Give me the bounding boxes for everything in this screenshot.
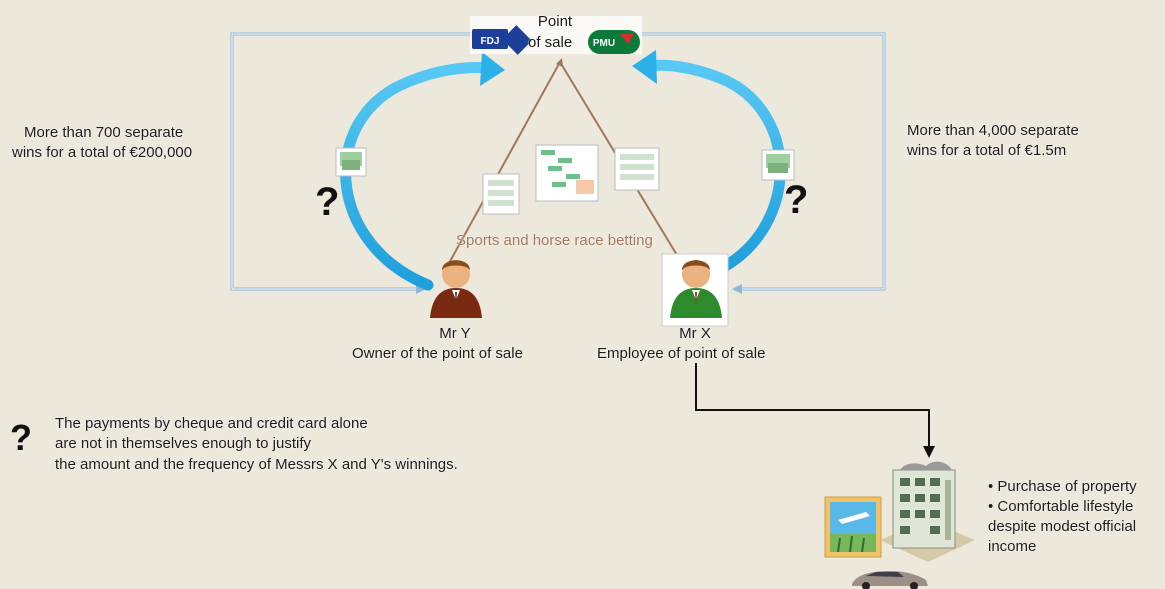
note-line1: The payments by cheque and credit card a… [55, 415, 368, 432]
right-stat-line2: wins for a total of €1.5m [907, 142, 1067, 159]
svg-text:FDJ: FDJ [481, 36, 500, 47]
right-cycle-arrow [632, 50, 786, 274]
note-line2: are not in themselves enough to justify [55, 435, 311, 452]
mr-y-name: Mr Y [439, 325, 471, 342]
point-of-sale-label-line1: Point [537, 13, 573, 30]
question-mark-note: ? [10, 417, 32, 458]
note-line3: the amount and the frequency of Messrs X… [55, 456, 458, 473]
betting-slip-icon-right [614, 147, 660, 191]
assets-line3: despite modest official [988, 518, 1137, 535]
assets-connector [695, 363, 935, 458]
left-cycle-arrow [340, 52, 505, 291]
assets-line1: • Purchase of property [988, 478, 1137, 495]
mr-x-name: Mr X [679, 325, 711, 342]
right-stat-line1: More than 4,000 separate [907, 122, 1079, 139]
question-mark-right: ? [784, 178, 809, 222]
mr-y-person-icon [430, 260, 482, 318]
point-of-sale-label-line2: of sale [528, 34, 573, 51]
money-icon-left [335, 147, 367, 177]
mr-x-person-icon [670, 260, 722, 318]
money-icon-right [761, 149, 795, 181]
right-outer-loop [640, 32, 886, 294]
svg-text:PMU: PMU [593, 38, 615, 49]
holiday-picture-icon [824, 496, 882, 558]
car-icon [852, 571, 928, 589]
left-stat-line1: More than 700 separate [24, 124, 184, 141]
betting-grid-icon [535, 144, 599, 202]
question-mark-left: ? [315, 180, 340, 224]
pmu-logo: PMU [588, 30, 640, 54]
mr-y-role: Owner of the point of sale [352, 345, 523, 362]
mr-x-role: Employee of point of sale [597, 345, 766, 362]
fdj-logo: FDJ [472, 25, 532, 55]
assets-line4: income [988, 538, 1037, 555]
betting-label: Sports and horse race betting [456, 232, 653, 249]
assets-line2: • Comfortable lifestyle [988, 498, 1134, 515]
betting-slip-icon-left [482, 173, 520, 215]
left-stat-line2: wins for a total of €200,000 [12, 144, 193, 161]
building-icon [880, 461, 975, 562]
